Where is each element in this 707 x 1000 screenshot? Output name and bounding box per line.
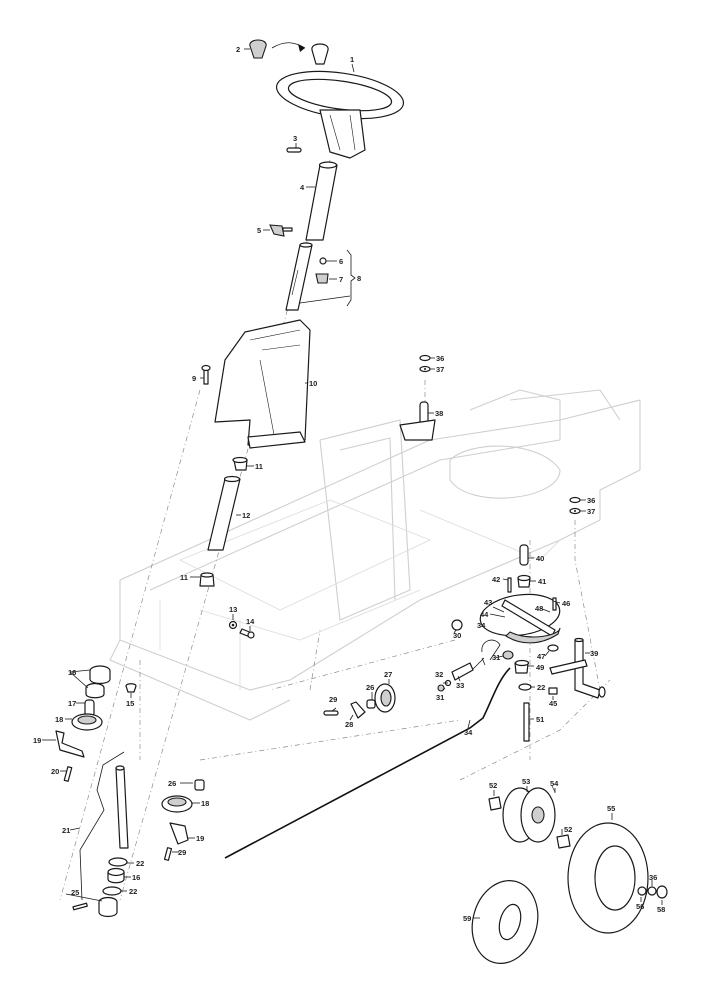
callout-labels: 2 1 3 4 5 6 7 8 9 10 11 12 11 13 14 15 1… [33,45,665,923]
callout-leaders [42,48,663,919]
center-pulley-assembly [323,683,396,719]
callout-11-lower: 11 [180,573,188,582]
callout-44: 44 [480,610,489,619]
steering-shaft-21 [72,751,129,918]
callout-10: 10 [309,379,317,388]
stub-axle [549,637,606,699]
hardware-13-14 [228,620,255,639]
callout-36-c: 36 [649,873,657,882]
callout-52-a: 52 [489,781,497,790]
callout-13: 13 [229,605,237,614]
callout-37-a: 37 [436,365,444,374]
tube-assembly [199,456,248,587]
callout-43: 43 [484,598,492,607]
callout-34-a: 34 [477,621,486,630]
callout-31-b: 31 [436,693,444,702]
spring-assembly [437,619,514,692]
front-wheel [471,785,668,965]
left-pulley-assembly [55,665,137,782]
callout-11-upper: 11 [255,462,263,471]
callout-55: 55 [607,804,615,813]
callout-15: 15 [126,699,134,708]
callout-7: 7 [339,275,343,284]
pivot-pin-38 [399,354,581,515]
callout-36-b: 36 [587,496,595,505]
callout-30: 30 [453,631,461,640]
callout-31-a: 31 [492,653,500,662]
callout-12: 12 [242,511,250,520]
right-pulley-assembly [161,779,205,861]
callout-25: 25 [71,888,79,897]
callout-45: 45 [549,699,557,708]
callout-2: 2 [236,45,240,54]
callout-16-b: 16 [132,873,140,882]
callout-36-a: 36 [436,354,444,363]
callout-38: 38 [435,409,443,418]
callout-14: 14 [246,617,255,626]
callout-37-b: 37 [587,507,595,516]
callout-16: 16 [68,668,76,677]
knob [249,39,329,65]
callout-42: 42 [492,575,500,584]
callout-18-right: 18 [201,799,209,808]
callout-19-right: 19 [196,834,204,843]
callout-39: 39 [590,649,598,658]
callout-58: 58 [657,905,665,914]
callout-17: 17 [68,699,76,708]
callout-19-left: 19 [33,736,41,745]
callout-1: 1 [350,55,354,64]
callout-22-a: 22 [136,859,144,868]
callout-8: 8 [357,274,361,283]
callout-47: 47 [537,652,545,661]
assembly-leaders [59,159,611,901]
steering-wheel [275,70,405,159]
callout-48: 48 [535,604,543,613]
callout-33: 33 [456,681,464,690]
callout-3: 3 [293,134,297,143]
callout-51: 51 [536,715,544,724]
callout-22-b: 22 [129,887,137,896]
callout-26-a: 26 [168,779,176,788]
callout-54: 54 [550,779,559,788]
callout-9: 9 [192,374,196,383]
callout-18-left: 18 [55,715,63,724]
callout-52-b: 52 [564,825,572,834]
lower-shaft [285,242,356,311]
callout-40: 40 [536,554,544,563]
callout-5: 5 [257,226,261,235]
callout-27: 27 [384,670,392,679]
dashboard-cover [214,319,311,449]
callout-21: 21 [62,826,70,835]
callout-29-a: 29 [178,848,186,857]
callout-59: 59 [463,914,471,923]
callout-28: 28 [345,720,353,729]
callout-29-b: 29 [329,695,337,704]
callout-6: 6 [339,257,343,266]
callout-34-b: 34 [464,728,473,737]
callout-41: 41 [538,577,546,586]
callout-4: 4 [300,183,305,192]
pin [286,147,302,153]
callout-32: 32 [435,670,443,679]
callout-49: 49 [536,663,544,672]
callout-46: 46 [562,599,570,608]
bolt-9 [201,364,211,385]
callout-26-b: 26 [366,683,374,692]
upper-shaft [305,161,338,241]
callout-20: 20 [51,767,59,776]
steering-plate-assembly [479,544,561,742]
callout-56: 56 [636,902,644,911]
callout-22-c: 22 [537,683,545,692]
callout-53: 53 [522,777,530,786]
wing-bolt [269,224,293,237]
